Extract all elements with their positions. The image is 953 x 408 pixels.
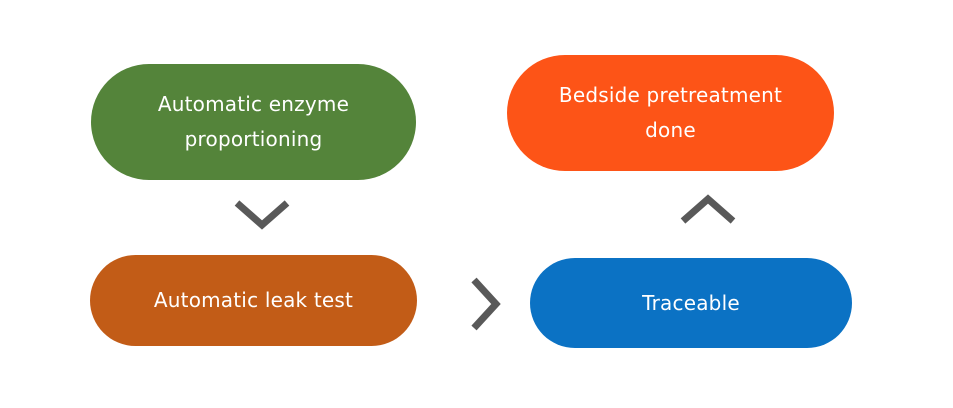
node-label: Bedside pretreatment done	[558, 83, 783, 142]
node-label: Traceable	[642, 290, 740, 315]
node-automatic-leak-test: Automatic leak test	[90, 255, 417, 346]
chevron-right-icon	[471, 277, 501, 331]
node-traceable: Traceable	[530, 258, 852, 348]
node-bedside-pretreatment-done: Bedside pretreatment done	[507, 55, 834, 171]
node-label: Automatic leak test	[153, 288, 354, 312]
node-automatic-enzyme-proportioning: Automatic enzyme proportioning	[91, 64, 416, 180]
chevron-up-icon	[680, 194, 736, 224]
chevron-down-icon	[234, 200, 290, 230]
node-label: Automatic enzyme proportioning	[157, 92, 350, 151]
